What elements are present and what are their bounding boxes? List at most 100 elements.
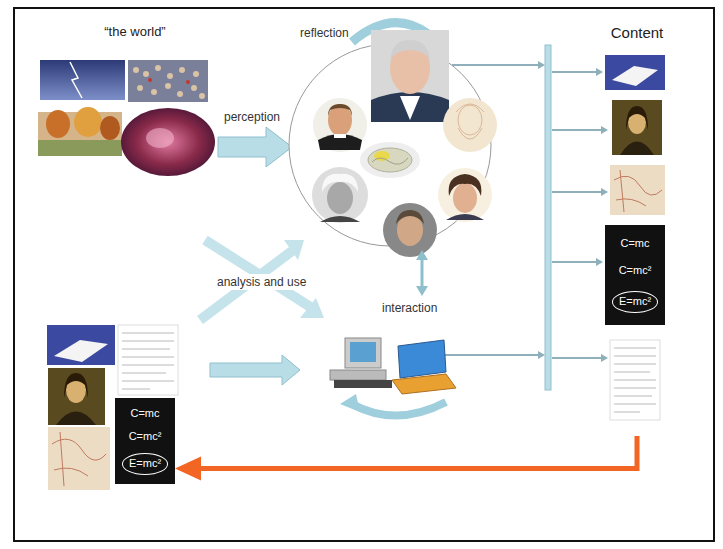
stored-book <box>47 325 115 365</box>
stored-book-part <box>47 325 115 365</box>
content-arrows-part <box>596 68 603 76</box>
content-map-part <box>614 170 662 212</box>
world-photos-part-part <box>151 89 157 95</box>
perception-arrow <box>218 127 292 167</box>
formula-text: C=mc² <box>129 430 162 444</box>
content-arrows <box>552 68 608 362</box>
portrait-top-part <box>390 40 430 60</box>
portrait-leonardo-part <box>458 128 482 139</box>
portrait-beethoven-part <box>453 183 477 213</box>
analysis-arrows-part <box>300 298 324 318</box>
world-photos-part-part <box>199 93 205 99</box>
formula-board: C=mcC=mc² E=mc² <box>605 225 665 325</box>
formula-text: C=mc <box>620 237 649 251</box>
return-arrow <box>175 436 637 481</box>
portrait-shakespeare <box>313 98 367 152</box>
input-arrow <box>210 355 300 385</box>
world-photos-part <box>100 116 120 140</box>
frame <box>14 8 714 541</box>
group-heading: “the world” <box>35 24 235 40</box>
content-map-part <box>610 165 665 215</box>
portrait-beethoven-part <box>449 174 482 196</box>
world-photos <box>38 60 215 176</box>
world-photos-part-part <box>143 71 149 77</box>
portrait-leonardo <box>443 98 497 152</box>
content-text-page-part <box>614 380 656 381</box>
formula-board: C=mcC=mc²E=mc² <box>115 398 175 484</box>
stored-text-page <box>118 325 178 395</box>
portrait-shakespeare-part <box>328 104 352 116</box>
content-text-page-part <box>614 396 652 397</box>
world-photos-part <box>70 62 82 98</box>
computers <box>330 338 456 394</box>
output-arrows <box>445 61 545 359</box>
stored-text-page-part <box>122 389 150 390</box>
world-photos-part <box>74 107 102 137</box>
computer-cycle-arrow-part <box>352 402 446 416</box>
world-photos-part-part <box>148 78 152 82</box>
content-text-page-part <box>614 388 656 389</box>
content-mona-lisa-part <box>620 142 654 156</box>
portrait-leonardo-part <box>443 98 497 152</box>
process-label: reflection <box>300 26 349 40</box>
formula-text: E=mc² <box>612 291 658 313</box>
brain-part <box>372 158 408 164</box>
portrait-einstein-part <box>322 174 358 192</box>
stored-text-page-part <box>122 373 166 374</box>
content-arrows-part <box>552 71 596 73</box>
content-arrows-part <box>601 188 608 196</box>
stored-mona-lisa-part <box>64 373 88 398</box>
interaction-arrow-part <box>416 286 428 296</box>
computers-part <box>350 342 376 362</box>
output-arrows-part <box>445 354 538 356</box>
world-photos-part-part <box>186 80 190 84</box>
portrait-beethoven <box>438 168 492 222</box>
content-text-page-part <box>614 364 656 365</box>
stored-text-page-part <box>122 349 170 350</box>
portrait-bottom-part <box>383 203 437 257</box>
content-arrows-part <box>552 357 601 359</box>
world-photos-part-part <box>167 73 173 79</box>
content-book-part <box>605 55 665 90</box>
content-text-page-part <box>614 412 640 413</box>
content-arrows-part <box>552 129 601 131</box>
world-photos-part <box>46 110 70 138</box>
content-mona-lisa <box>612 100 662 155</box>
content-book <box>605 55 665 90</box>
stored-map <box>48 427 110 490</box>
collector-bar <box>545 45 551 390</box>
content-text-page-part <box>614 348 656 349</box>
brain-part <box>368 148 412 172</box>
portrait-einstein <box>312 167 368 223</box>
interaction-arrow <box>416 250 428 296</box>
analysis-arrows <box>200 240 324 320</box>
world-group: “the world” <box>35 24 235 184</box>
world-photos-part <box>38 140 122 156</box>
computers-part <box>398 340 446 378</box>
world-photos-part-part <box>193 71 199 77</box>
computers-part <box>392 374 456 394</box>
world-photos-part-part <box>137 85 143 91</box>
interaction-arrow-part <box>416 250 428 260</box>
process-label: interaction <box>382 301 437 315</box>
computers-part <box>330 370 386 380</box>
world-photos-part-part <box>133 67 139 73</box>
portrait-einstein-part <box>312 167 368 223</box>
output-arrows-part <box>538 61 545 69</box>
portrait-shakespeare-part <box>328 104 352 136</box>
portrait-top-part <box>400 96 420 120</box>
formula-text: C=mc² <box>619 264 652 278</box>
brain <box>360 142 420 178</box>
world-photos-part-part <box>191 85 197 91</box>
stored-map-part <box>52 432 106 486</box>
world-photos-part-part <box>177 91 183 97</box>
stored-map-part <box>48 427 110 490</box>
stored-text-page-part <box>122 357 174 358</box>
portrait-leonardo-part <box>456 104 484 112</box>
content-arrows-part <box>601 354 608 362</box>
world-photos-part <box>133 65 205 99</box>
brain-part <box>374 151 390 161</box>
computers-part <box>345 338 381 368</box>
portrait-bottom-part <box>396 210 424 224</box>
